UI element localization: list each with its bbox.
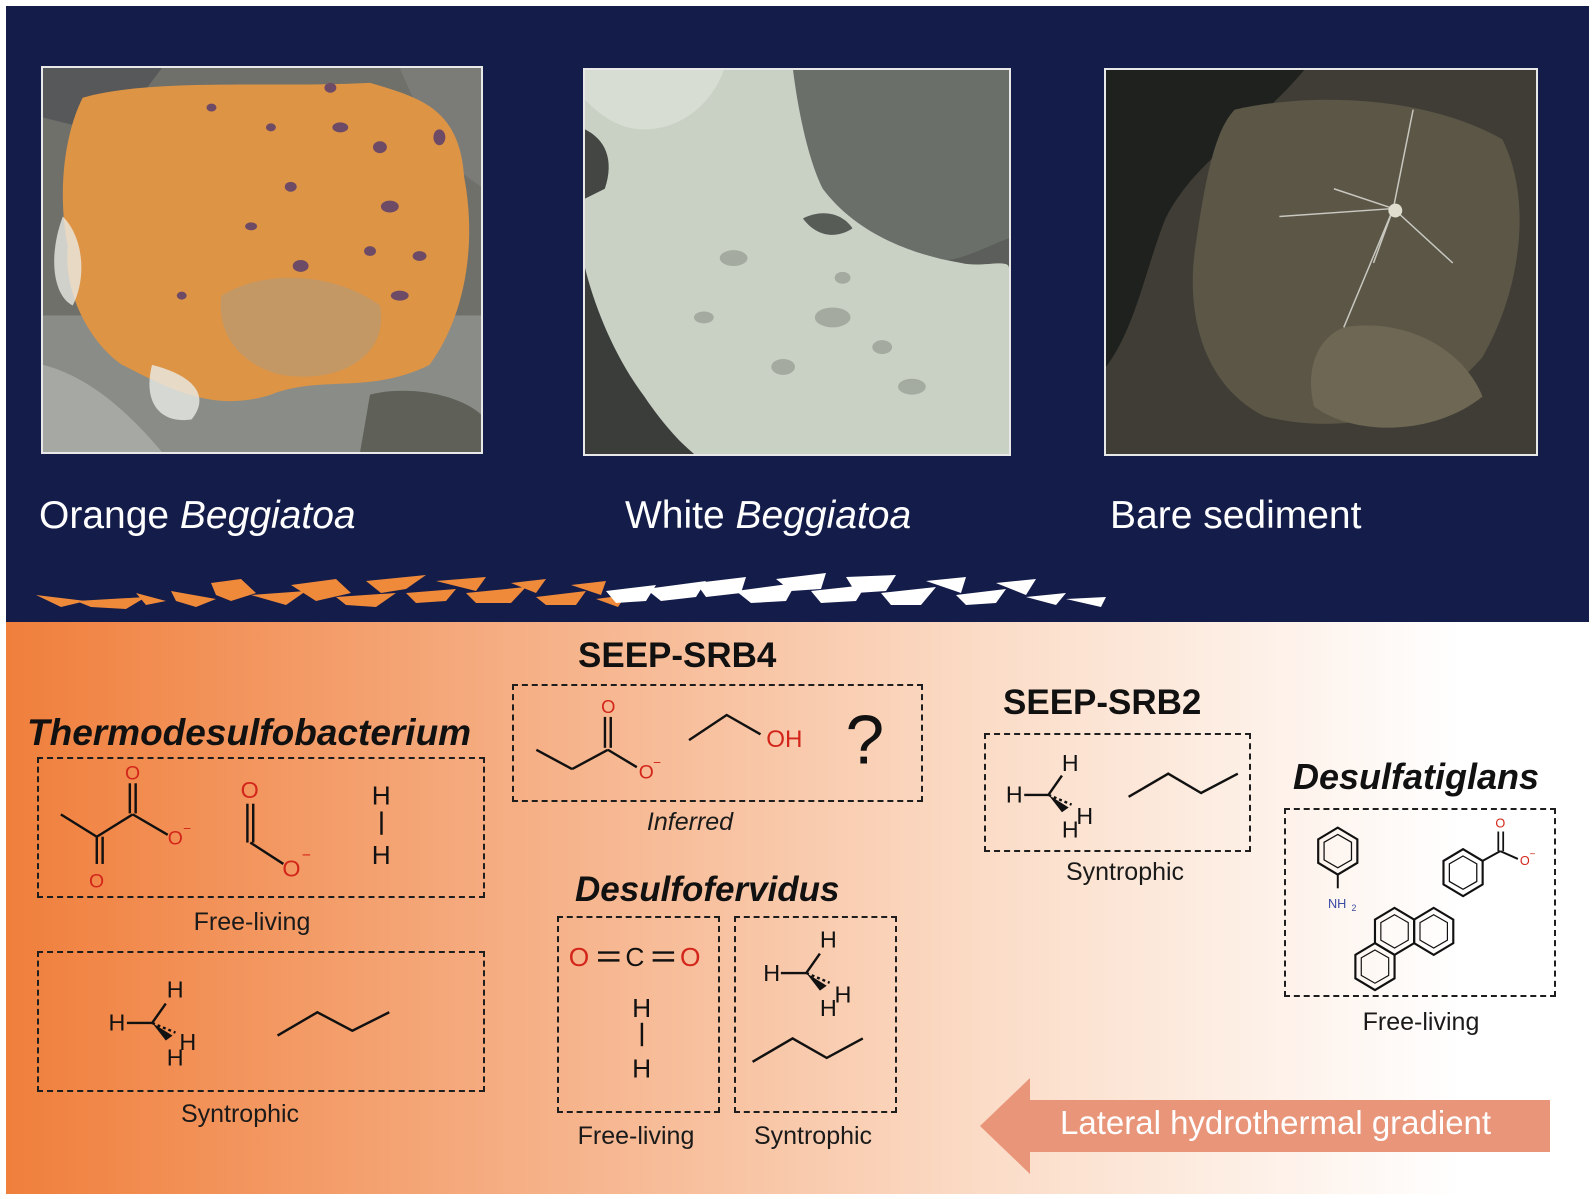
svg-text:C: C: [625, 942, 644, 972]
white-beggiatoa-photo: [583, 68, 1011, 456]
hydrogen-atom-bottom: H: [372, 840, 391, 870]
desulfatiglans-title: Desulfatiglans: [1293, 756, 1540, 797]
metabolism-panel: [6, 622, 1589, 1194]
seafloor-photo-panel: Orange Beggiatoa White Beggiatoa Bare se…: [6, 6, 1589, 622]
lateral-gradient-arrow: [980, 1078, 1570, 1174]
svg-text:H: H: [1062, 816, 1079, 842]
seep-srb4-caption: Inferred: [646, 808, 734, 836]
svg-text:O: O: [1520, 853, 1530, 868]
amine-group: NH: [1328, 896, 1346, 911]
propionate-oxygen-anion: O: [639, 763, 654, 784]
svg-text:2: 2: [1351, 903, 1356, 913]
methane-h-right: H: [179, 1029, 196, 1055]
lateral-gradient-label: Lateral hydrothermal gradient: [1060, 1104, 1492, 1141]
formate-oxygen-top: O: [241, 777, 259, 803]
methane-h-top: H: [167, 977, 184, 1003]
dihydrogen-structure: H H: [632, 993, 651, 1083]
formate-oxygen-anion: O: [282, 856, 300, 882]
methane-h-bottom: H: [167, 1045, 184, 1071]
svg-text:O: O: [1495, 816, 1505, 831]
ethanol-hydroxyl: OH: [766, 726, 802, 753]
ethanol-structure: OH: [688, 713, 803, 753]
thermodesulfobacterium-free-living-caption: Free-living: [193, 908, 311, 936]
seep-srb2-title: SEEP-SRB2: [1003, 683, 1202, 722]
seep-srb2-box: H H H H: [984, 733, 1251, 852]
svg-text:H: H: [820, 927, 837, 953]
svg-text:H: H: [763, 960, 780, 986]
seep-srb4-box: O O − OH ?: [512, 684, 923, 802]
pyruvate-oxygen-bottom: O: [89, 870, 104, 892]
propane-structure: [751, 1036, 864, 1063]
formate-structure: [246, 803, 285, 865]
svg-text:H: H: [632, 1053, 651, 1083]
pyruvate-structure: [60, 783, 169, 864]
pyruvate-charge: −: [183, 821, 191, 836]
seep-srb4-title: SEEP-SRB4: [578, 636, 777, 675]
hydrogen-atom-top: H: [372, 781, 391, 811]
formate-charge: −: [302, 847, 311, 864]
methane-structure: H H H H: [1006, 750, 1093, 843]
unknown-substrate-question-mark: ?: [846, 700, 885, 778]
orange-beggiatoa-photo: [41, 66, 483, 454]
desulfofervidus-title: Desulfofervidus: [575, 870, 840, 909]
mat-fragments-strip: [36, 573, 1106, 609]
bare-sediment-caption: Bare sediment: [1110, 494, 1362, 537]
desulfofervidus-free-living-box: O C O H H: [557, 916, 720, 1113]
aniline-structure: NH 2: [1317, 826, 1359, 913]
desulfatiglans-caption: Free-living: [1362, 1008, 1480, 1036]
thermodesulfobacterium-free-living-box: O O O − O O − H H: [37, 757, 485, 898]
svg-text:H: H: [835, 981, 852, 1007]
svg-text:H: H: [1076, 803, 1093, 829]
svg-text:H: H: [1062, 750, 1079, 776]
propane-structure: [276, 1010, 390, 1037]
phenanthrene-structure: [1354, 906, 1455, 992]
svg-text:O: O: [569, 942, 589, 972]
bare-sediment-photo: [1104, 68, 1538, 456]
methane-structure: H H H H: [763, 927, 851, 1021]
thermodesulfobacterium-title: Thermodesulfobacterium: [27, 712, 472, 753]
pyruvate-oxygen-anion: O: [168, 828, 183, 850]
benzoate-structure: O O −: [1442, 816, 1536, 898]
methane-structure: H H H H: [108, 977, 196, 1071]
desulfofervidus-syntrophic-box: H H H H: [734, 916, 897, 1113]
propane-structure: [1128, 772, 1239, 798]
thermodesulfobacterium-syntrophic-box: H H H H: [37, 951, 485, 1092]
seep-srb2-caption: Syntrophic: [1065, 858, 1185, 886]
thermodesulfobacterium-syntrophic-caption: Syntrophic: [180, 1100, 300, 1128]
svg-text:−: −: [1530, 849, 1536, 860]
propionate-charge: −: [653, 755, 661, 770]
carbon-dioxide-structure: O C O: [569, 942, 701, 972]
white-beggiatoa-caption: White Beggiatoa: [625, 494, 912, 537]
svg-text:O: O: [680, 942, 700, 972]
pyruvate-oxygen-top: O: [125, 762, 140, 784]
methane-h-left: H: [108, 1010, 125, 1036]
desulfofervidus-free-living-caption: Free-living: [577, 1122, 695, 1150]
desulfatiglans-box: NH 2 O O −: [1284, 808, 1556, 997]
desulfofervidus-syntrophic-caption: Syntrophic: [753, 1122, 873, 1150]
svg-text:H: H: [632, 993, 651, 1023]
propionate-oxygen-top: O: [601, 696, 615, 717]
svg-text:H: H: [1006, 782, 1023, 808]
svg-text:H: H: [820, 995, 837, 1021]
orange-beggiatoa-caption: Orange Beggiatoa: [39, 494, 356, 537]
propionate-structure: [535, 716, 638, 771]
